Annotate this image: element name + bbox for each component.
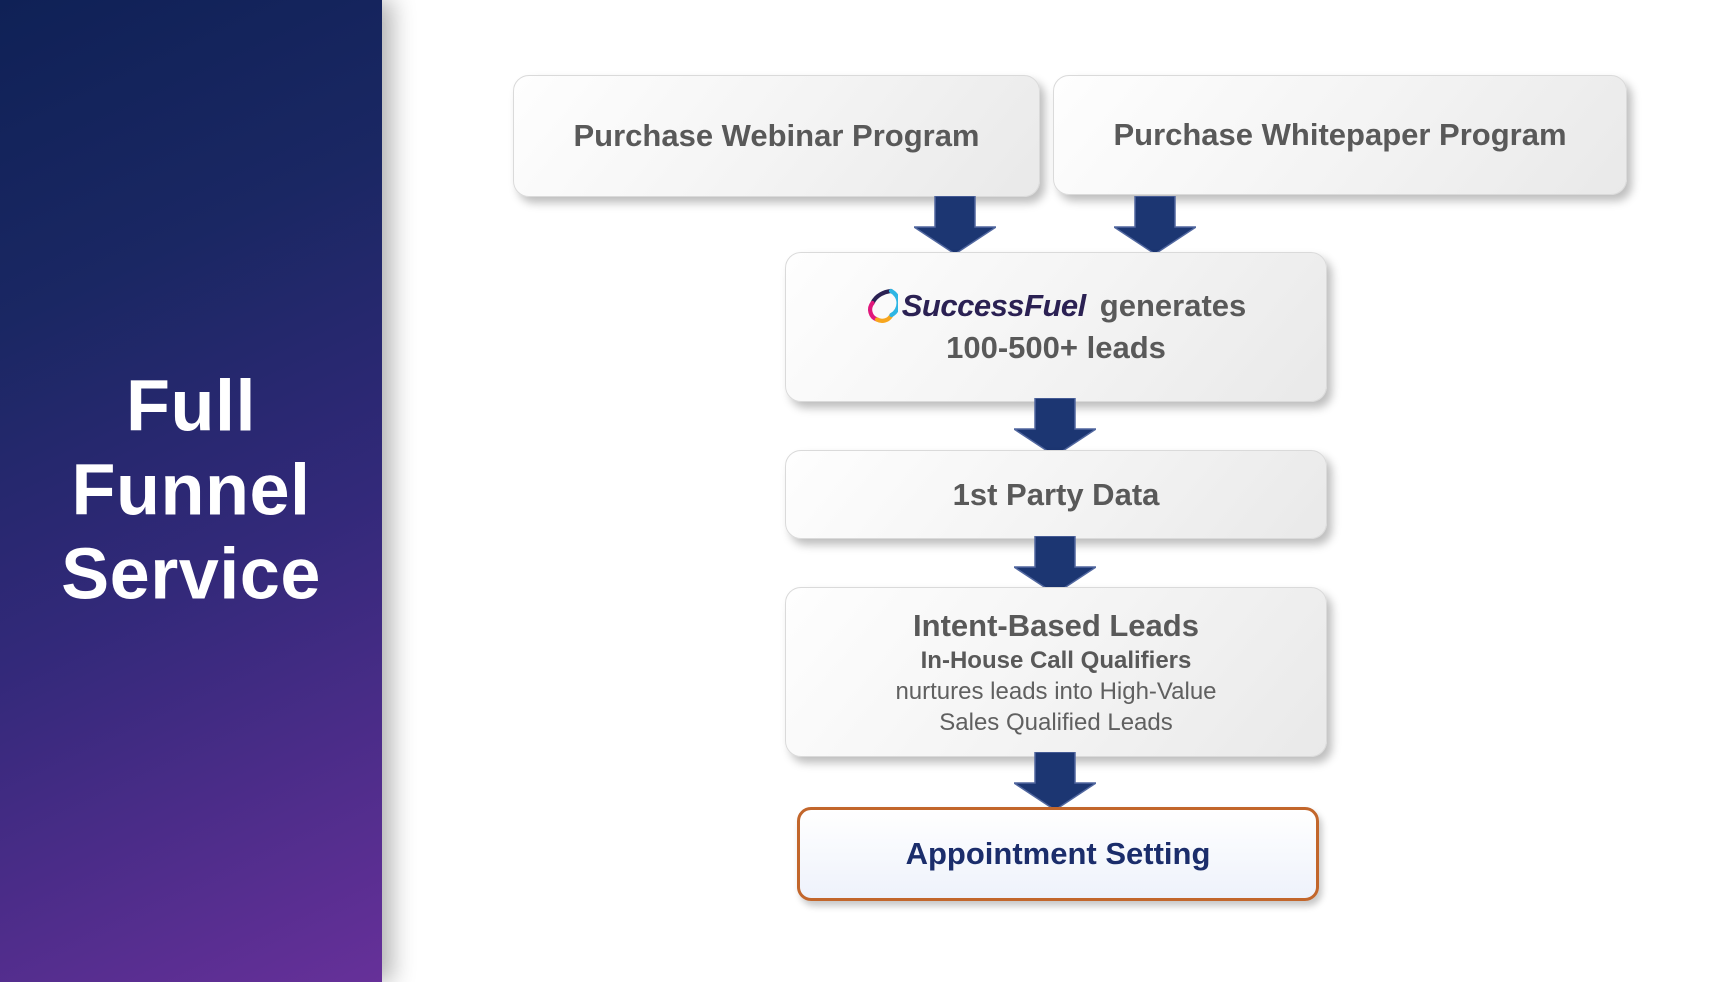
down-arrow-icon (1014, 752, 1096, 810)
intent-title: Intent-Based Leads (913, 607, 1199, 643)
page-title: Full Funnel Service (61, 366, 321, 616)
down-arrow-icon (1014, 536, 1096, 594)
flow-box-first-party-data: 1st Party Data (785, 450, 1327, 539)
brand-text-success: Success (901, 288, 1025, 323)
flow-box-label: Purchase Webinar Program (573, 118, 980, 153)
brand-text-fuel: Fuel (1024, 288, 1086, 323)
intent-description-line2: Sales Qualified Leads (939, 708, 1173, 736)
down-arrow-icon (914, 196, 996, 254)
intent-subtitle: In-House Call Qualifiers (920, 646, 1192, 674)
flow-box-intent-based-leads: Intent-Based Leads In-House Call Qualifi… (785, 587, 1327, 757)
flow-box-label: Appointment Setting (905, 836, 1211, 871)
generator-leads-count: 100-500+ leads (946, 330, 1166, 365)
flow-box-webinar-program: Purchase Webinar Program (513, 75, 1040, 197)
flow-box-whitepaper-program: Purchase Whitepaper Program (1053, 75, 1627, 195)
down-arrow-icon (1114, 196, 1196, 254)
generator-suffix-text: generates (1099, 288, 1247, 323)
sidebar-panel: Full Funnel Service (0, 0, 382, 982)
flow-box-label: Purchase Whitepaper Program (1113, 117, 1567, 152)
flow-box-appointment-setting: Appointment Setting (797, 807, 1319, 901)
intent-description-line1: nurtures leads into High-Value (895, 677, 1217, 705)
flow-box-label: 1st Party Data (952, 476, 1160, 512)
successfuel-droplet-icon (867, 288, 898, 323)
down-arrow-icon (1014, 398, 1096, 456)
